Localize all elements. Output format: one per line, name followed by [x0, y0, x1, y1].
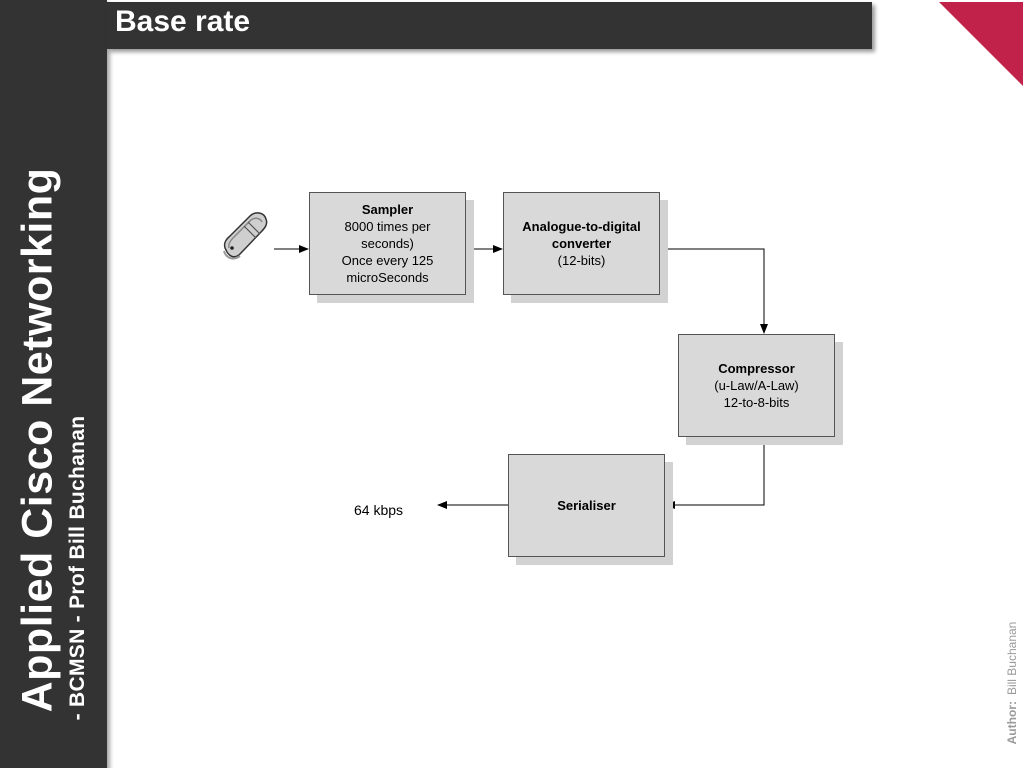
adc-title: Analogue-to-digital converter	[522, 219, 641, 251]
sampler-line: seconds)	[361, 236, 414, 251]
compressor-box: Compressor (u-Law/A-Law) 12-to-8-bits	[678, 334, 835, 437]
sampler-box: Sampler 8000 times per seconds) Once eve…	[309, 192, 466, 295]
compressor-line: (u-Law/A-Law)	[714, 378, 799, 393]
telephone-handset-icon	[223, 212, 268, 260]
serialiser-box: Serialiser	[508, 454, 665, 557]
arrow-compressor-to-serialiser	[665, 437, 765, 509]
serialiser-title: Serialiser	[557, 498, 616, 513]
slide-title: Base rate	[115, 5, 251, 38]
sampler-line: 8000 times per	[344, 219, 431, 234]
adc-line: (12-bits)	[557, 253, 606, 268]
compressor-title: Compressor	[718, 361, 795, 376]
arrow-adc-to-compressor	[660, 248, 768, 334]
compressor-line: 12-to-8-bits	[723, 395, 790, 410]
adc-box: Analogue-to-digital converter (12-bits)	[503, 192, 660, 295]
output-rate-label: 64 kbps	[354, 502, 404, 518]
sampler-line: microSeconds	[346, 270, 429, 285]
corner-triangle-decoration	[939, 2, 1023, 86]
sidebar: Applied Cisco Networking - BCMSN - Prof …	[0, 0, 107, 768]
title-bar: Base rate	[107, 2, 872, 49]
sampler-line: Once every 125	[341, 253, 434, 268]
sampler-title: Sampler	[361, 202, 414, 217]
